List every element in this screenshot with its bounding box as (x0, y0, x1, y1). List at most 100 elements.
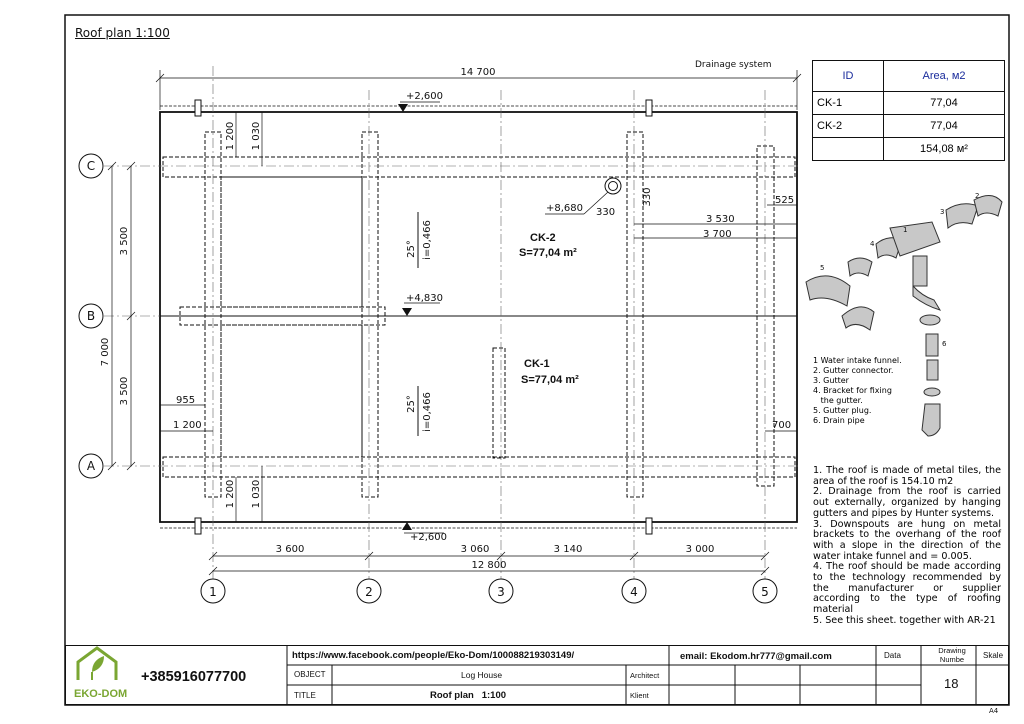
legend-item: 3. Gutter (813, 376, 849, 385)
area-row-value: 77,04 (883, 91, 1005, 115)
area-row-id (812, 137, 884, 161)
note-item: 5. See this sheet. together with AR-21 (813, 614, 996, 626)
drain-outlet (921, 403, 941, 437)
drainage-system-title: Drainage system (695, 60, 772, 70)
title-block: EKO-DOM +385916077700 https://www.facebo… (65, 645, 1009, 705)
dim-1030-bottom: 1 030 (251, 480, 262, 509)
axis-label-5: 5 (761, 585, 769, 599)
legend-item: 6. Drain pipe (813, 416, 865, 425)
slope-upper-angle: 25° (406, 240, 417, 258)
drainage-illustration (805, 195, 1003, 437)
area-row-value: 77,04 (883, 114, 1005, 138)
dim-3530: 3 530 (706, 214, 735, 225)
eko-dom-logo (76, 646, 118, 680)
dim-overall-top: 14 700 (461, 67, 496, 78)
dim-3500-lower: 3 500 (119, 377, 130, 406)
downpipes (194, 99, 653, 535)
pipe-bracket-2 (923, 387, 941, 397)
water-intake-funnel (889, 221, 941, 257)
roof-ck1-name: CK-1 (524, 358, 550, 370)
axis-label-c: C (87, 159, 95, 173)
dim-bottom-3600: 3 600 (276, 544, 305, 555)
area-table-header: ID Area, м2 (812, 60, 1005, 92)
drain-pipe-lower (926, 359, 939, 381)
drain-pipe-upper (912, 255, 928, 287)
roof-ck1-area: S=77,04 m² (521, 374, 579, 386)
area-col-area: Area, м2 (883, 60, 1005, 92)
title-value: Roof plan 1:100 (430, 690, 507, 701)
table-row: CK-1 77,04 (812, 91, 1005, 115)
area-row-id: CK-1 (812, 91, 884, 115)
table-row: CK-2 77,04 (812, 114, 1005, 138)
dim-330-b: 330 (642, 187, 653, 206)
dim-bottom-3000: 3 000 (686, 544, 715, 555)
gutter-part (841, 306, 875, 331)
dim-525: 525 (775, 195, 794, 206)
axis-label-a: A (87, 459, 96, 473)
axis-label-1: 1 (209, 585, 217, 599)
legend-item: 4. Bracket for fixing (813, 386, 892, 395)
legend-item: 1 Water intake funnel. (813, 356, 902, 365)
axis-label-4: 4 (630, 585, 638, 599)
note-item: 1. The roof is made of metal tiles, the … (813, 465, 1001, 487)
roof-ck2-name: CK-2 (530, 232, 556, 244)
facebook-link[interactable]: https://www.facebook.com/people/Eko-Dom/… (292, 650, 575, 661)
object-label: OBJECT (294, 670, 326, 679)
callout-4: 4 (870, 240, 875, 248)
legend-item: the gutter. (813, 396, 863, 405)
roof-ck2-area: S=77,04 m² (519, 247, 577, 259)
dim-bottom-12800: 12 800 (472, 560, 507, 571)
dim-1030-top: 1 030 (251, 122, 262, 151)
roof-outline (159, 105, 798, 529)
sheet-title: Roof plan 1:100 (75, 26, 170, 40)
callout-1: 1 (903, 226, 907, 234)
dim-330-a: 330 (596, 207, 615, 218)
slope-upper-i: i=0,466 (422, 220, 433, 260)
gutter-connector-part-2 (973, 195, 1003, 217)
axis-bubbles (78, 153, 778, 604)
title-block-lines (286, 645, 1009, 705)
area-col-id: ID (812, 60, 884, 92)
callout-6: 6 (942, 340, 947, 348)
axis-label-2: 2 (365, 585, 373, 599)
drain-pipe-mid (925, 333, 939, 357)
object-value: Log House (461, 670, 503, 680)
axis-grid (104, 66, 800, 580)
note-item: 4. The roof should be made according to … (813, 561, 1001, 616)
phone-number: +385916077700 (141, 669, 247, 685)
legend-item: 5. Gutter plug. (813, 406, 872, 415)
gutter-plug-part (805, 275, 851, 307)
dim-bottom-3140: 3 140 (554, 544, 583, 555)
logo-text: EKO-DOM (74, 688, 128, 700)
drainage-legend: 1 Water intake funnel. 2. Gutter connect… (813, 356, 902, 426)
general-notes: 1. The roof is made of metal tiles, the … (813, 465, 1001, 627)
dim-1200-left: 1 200 (173, 420, 202, 431)
dim-955: 955 (176, 395, 195, 406)
pipe-bracket (919, 314, 941, 326)
note-item: 3. Downspouts are hung on metal brackets… (813, 518, 1001, 562)
table-row-total: 154,08 м² (812, 137, 1005, 161)
level-ridge: +4,830 (406, 293, 443, 304)
dimension-lines (107, 70, 802, 576)
sheet-frame (64, 14, 1010, 706)
legend-item: 2. Gutter connector. (813, 366, 894, 375)
dim-bottom-3060: 3 060 (461, 544, 490, 555)
wall-outlines (162, 131, 796, 498)
axis-labels: C B A 1 2 3 4 5 (87, 159, 769, 599)
level-bottom: +2,600 (410, 532, 447, 543)
level-markers (398, 104, 412, 530)
scale-label: Skale (983, 651, 1004, 660)
email-address[interactable]: email: Ekodom.hr777@gmail.com (680, 651, 832, 662)
sheet-size-label: A4 (989, 707, 999, 715)
area-total-value: 154,08 м² (883, 137, 1005, 161)
slope-lower-angle: 25° (406, 395, 417, 413)
level-ridge-point: +8,680 (546, 203, 583, 214)
area-row-id: CK-2 (812, 114, 884, 138)
dim-7000: 7 000 (100, 338, 111, 367)
dim-1200-bottom: 1 200 (225, 480, 236, 509)
data-label: Data (884, 651, 901, 660)
title-label: TITLE (294, 691, 316, 700)
level-top: +2,600 (406, 91, 443, 102)
callout-2: 2 (975, 192, 979, 200)
dim-1200-top: 1 200 (225, 122, 236, 151)
